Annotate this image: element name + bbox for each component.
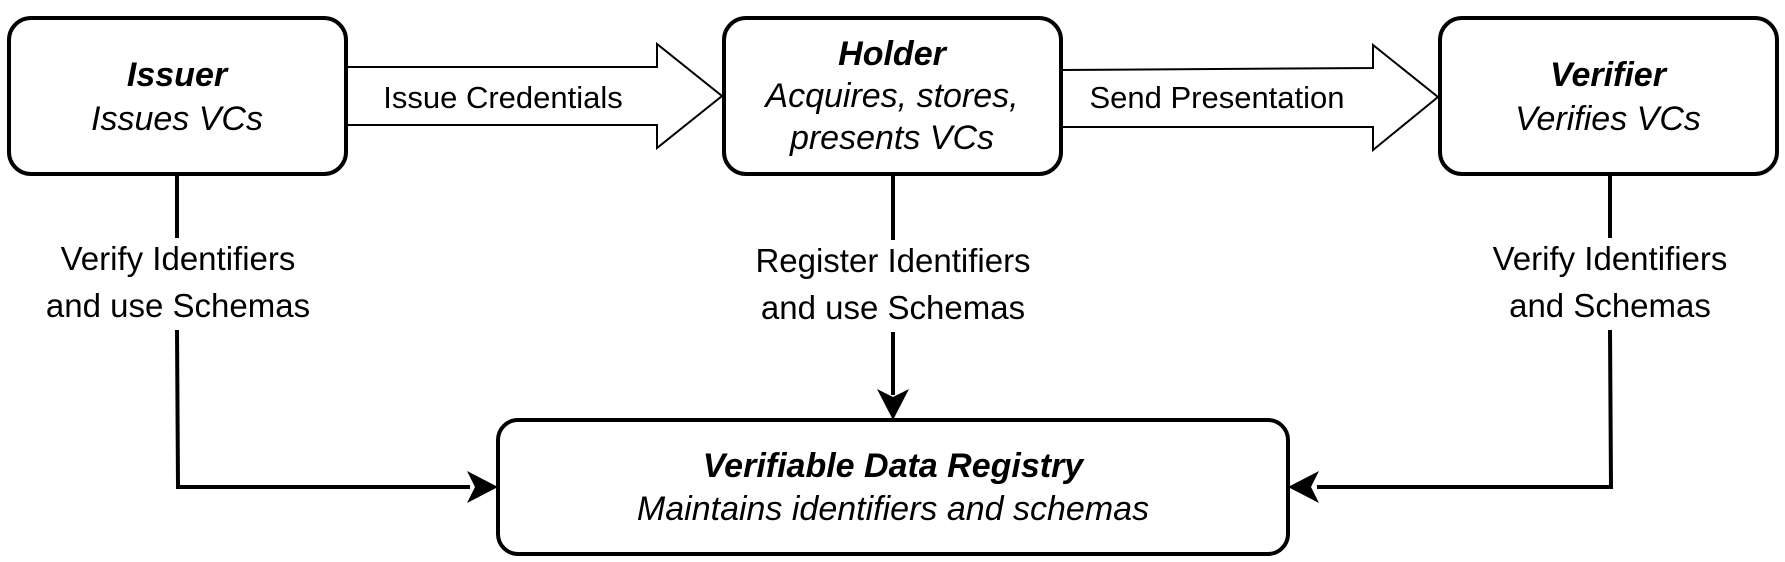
registry-box [496, 418, 1290, 556]
registry-subtitle: Maintains identifiers and schemas [637, 490, 1149, 528]
holder-connector-label-line1: Register Identifiers [755, 242, 1030, 279]
issuer-connector-arrowhead [467, 471, 498, 503]
issuer-connector-line-bottom [175, 329, 470, 489]
issuer-connector-label-line1: Verify Identifiers [61, 240, 296, 277]
issue-credentials-label: Issue Credentials [383, 80, 623, 115]
holder-box [722, 16, 1063, 176]
holder-subtitle-line2: presents VCs [789, 119, 994, 157]
issuer-title: Issuer [127, 56, 229, 94]
registry-title: Verifiable Data Registry [703, 447, 1086, 485]
verifier-to-registry-connector: Verify Identifiers and Schemas [1288, 174, 1727, 503]
issuer-node: Issuer Issues VCs [7, 16, 348, 176]
issue-credentials-arrow-shape [345, 41, 724, 151]
verifier-subtitle: Verifies VCs [1515, 100, 1701, 138]
holder-connector-arrowhead [877, 389, 909, 420]
issuer-to-registry-connector: Verify Identifiers and use Schemas [46, 174, 498, 503]
registry-node: Verifiable Data Registry Maintains ident… [496, 418, 1290, 556]
verifier-connector-arrowhead [1288, 471, 1319, 503]
holder-to-registry-connector: Register Identifiers and use Schemas [755, 174, 1031, 420]
send-presentation-arrow-shape [1060, 42, 1440, 153]
holder-connector-label-line2: and use Schemas [761, 289, 1025, 326]
verifier-title: Verifier [1550, 56, 1668, 94]
holder-title: Holder [838, 35, 947, 73]
send-presentation-arrow: Send Presentation [1060, 42, 1440, 153]
issuer-connector-label-line2: and use Schemas [46, 287, 310, 324]
issuer-box [7, 16, 348, 176]
verifier-connector-line-bottom [1317, 329, 1614, 489]
issue-credentials-arrow: Issue Credentials [345, 41, 724, 151]
verifier-connector-label-line2: and Schemas [1509, 287, 1711, 324]
verifier-node: Verifier Verifies VCs [1438, 16, 1779, 176]
issuer-subtitle: Issues VCs [91, 100, 263, 138]
verifier-box [1438, 16, 1779, 176]
holder-node: Holder Acquires, stores, presents VCs [722, 16, 1063, 176]
verifier-connector-label-line1: Verify Identifiers [1493, 240, 1728, 277]
send-presentation-label: Send Presentation [1089, 80, 1344, 115]
holder-subtitle-line1: Acquires, stores, [763, 77, 1018, 115]
